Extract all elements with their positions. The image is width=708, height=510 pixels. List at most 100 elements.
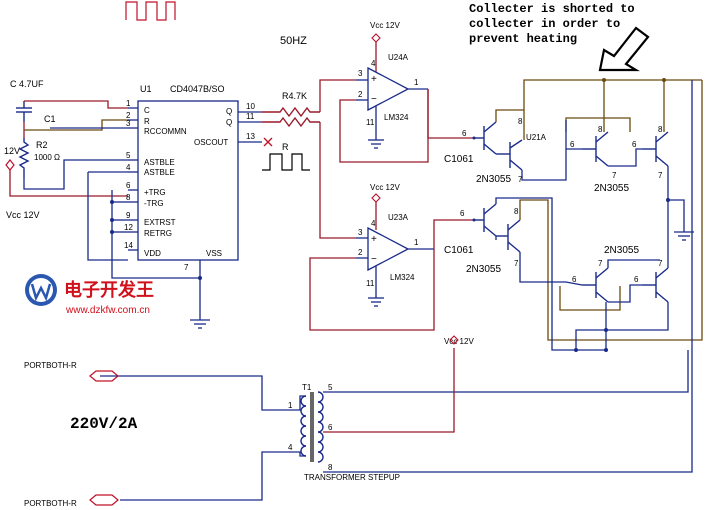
svg-text:Vcc 12V: Vcc 12V <box>370 21 400 30</box>
svg-text:6: 6 <box>460 209 465 218</box>
svg-text:7: 7 <box>612 171 617 180</box>
vcc-label-transformer: Vcc 12V <box>444 337 474 346</box>
svg-text:7: 7 <box>514 259 519 268</box>
svg-text:3: 3 <box>358 228 363 237</box>
svg-text:VSS: VSS <box>206 249 222 258</box>
svg-text:CD4047B/SO: CD4047B/SO <box>170 84 225 94</box>
svg-text:7: 7 <box>598 259 603 268</box>
svg-text:PORTBOTH-R: PORTBOTH-R <box>24 499 77 508</box>
svg-text:5: 5 <box>126 151 131 160</box>
svg-text:RETRG: RETRG <box>144 229 172 238</box>
opamp-u23a: Vcc 12V U23A + − LM324 <box>356 183 434 298</box>
svg-text:3: 3 <box>126 119 131 128</box>
svg-text:6: 6 <box>328 423 333 432</box>
mains-rating-label: 220V/2A <box>70 415 138 433</box>
svg-text:6: 6 <box>126 181 131 190</box>
svg-text:4: 4 <box>126 163 131 172</box>
svg-text:8: 8 <box>518 117 523 126</box>
svg-text:+: + <box>371 234 377 245</box>
svg-text:R: R <box>144 117 150 126</box>
svg-text:EXTRST: EXTRST <box>144 218 176 227</box>
svg-text:1: 1 <box>414 238 419 247</box>
port-connector-top: PORTBOTH-R <box>24 361 119 382</box>
transistor-label-2n3055-d: 2N3055 <box>604 245 639 256</box>
ground-symbol-ic <box>190 319 210 329</box>
svg-text:4: 4 <box>371 219 376 228</box>
svg-text:ASTBLE: ASTBLE <box>144 158 175 167</box>
svg-text:1000 Ω: 1000 Ω <box>34 153 60 162</box>
transistor-lower-darlington: 8 7 <box>496 207 521 268</box>
svg-text:VDD: VDD <box>144 249 161 258</box>
voltage-label-12v: 12V <box>4 146 20 156</box>
resistor-label-r47k: R4.7K <box>282 91 307 101</box>
svg-text:11: 11 <box>366 118 375 127</box>
transistor-label-2n3055-b: 2N3055 <box>466 264 501 275</box>
svg-text:9: 9 <box>126 211 131 220</box>
svg-text:C 4.7UF: C 4.7UF <box>10 79 44 89</box>
svg-text:13: 13 <box>246 132 255 141</box>
svg-text:−: − <box>371 94 377 105</box>
arrow-icon <box>598 26 650 72</box>
svg-text:7: 7 <box>658 259 663 268</box>
resistor-r2: R2 1000 Ω <box>18 138 60 178</box>
ground-symbol-power <box>674 231 694 241</box>
svg-text:ASTBLE: ASTBLE <box>144 168 175 177</box>
svg-text:+TRG: +TRG <box>144 188 166 197</box>
ic-u1-pin-numbers: 1 2 3 5 4 6 8 9 12 14 7 10 11 13 <box>124 99 255 272</box>
svg-text:8: 8 <box>126 193 131 202</box>
transistor-label-2n3055-a: 2N3055 <box>476 174 511 185</box>
svg-text:C1: C1 <box>44 114 56 124</box>
svg-text:C1061: C1061 <box>444 245 474 256</box>
svg-text:1: 1 <box>414 78 419 87</box>
svg-text:7: 7 <box>518 175 523 184</box>
frequency-label: 50HZ <box>280 35 307 47</box>
svg-text:LM324: LM324 <box>390 273 415 282</box>
svg-text:2: 2 <box>358 90 363 99</box>
svg-text:prevent heating: prevent heating <box>469 32 577 46</box>
svg-text:6: 6 <box>462 129 467 138</box>
power-transistor-lower-right: 6 7 <box>634 259 669 303</box>
svg-text:−: − <box>371 254 377 265</box>
svg-text:14: 14 <box>124 241 133 250</box>
svg-text:U21A: U21A <box>526 133 547 142</box>
svg-text:U24A: U24A <box>388 53 409 62</box>
svg-text:Q: Q <box>226 107 232 116</box>
ic-u1-cd4047: U1 CD4047B/SO C R RCCOMMN ASTBLE ASTBLE … <box>128 84 262 278</box>
svg-text:11: 11 <box>246 112 255 121</box>
svg-text:6: 6 <box>634 275 639 284</box>
svg-text:U23A: U23A <box>388 213 409 222</box>
opamp-u23a-pins: 3 2 1 4 11 <box>358 219 419 288</box>
svg-text:LM324: LM324 <box>384 113 409 122</box>
svg-text:Q: Q <box>226 118 232 127</box>
opamp-u24a: Vcc 12V U24A + − LM324 <box>356 21 428 140</box>
transistor-c1061-upper: C1061 6 <box>444 121 497 165</box>
svg-text:5: 5 <box>328 383 333 392</box>
svg-text:collecter in order to: collecter in order to <box>469 17 620 31</box>
svg-text:U1: U1 <box>140 84 152 94</box>
square-wave-label: R <box>282 142 289 152</box>
opamp-u24a-pins: 3 2 1 4 11 <box>358 59 419 127</box>
power-transistor-upper-left: 6 8 7 <box>570 125 617 180</box>
svg-text:+: + <box>371 74 377 85</box>
svg-text:Vcc 12V: Vcc 12V <box>370 183 400 192</box>
resistor-r47k-upper <box>262 106 320 118</box>
svg-text:8: 8 <box>658 125 663 134</box>
svg-text:4: 4 <box>371 59 376 68</box>
svg-text:C: C <box>144 106 150 115</box>
svg-text:6: 6 <box>572 275 577 284</box>
power-transistor-lower-left: 6 7 <box>572 259 609 303</box>
annotation-note: Collecter is shorted to collecter in ord… <box>469 2 635 46</box>
svg-text:-TRG: -TRG <box>144 199 164 208</box>
svg-text:Collecter is shorted to: Collecter is shorted to <box>469 2 635 16</box>
svg-text:7: 7 <box>184 263 189 272</box>
svg-text:8: 8 <box>598 125 603 134</box>
svg-text:T1: T1 <box>302 383 312 392</box>
port-connector-bottom: PORTBOTH-R <box>24 494 119 508</box>
no-connect-mark <box>263 137 273 147</box>
svg-text:2: 2 <box>358 248 363 257</box>
transistor-label-2n3055-c: 2N3055 <box>594 183 629 194</box>
brand-name: 电子开发王 <box>64 279 154 300</box>
transistor-c1061-lower: C1061 6 <box>444 203 497 256</box>
svg-text:R2: R2 <box>36 140 48 150</box>
